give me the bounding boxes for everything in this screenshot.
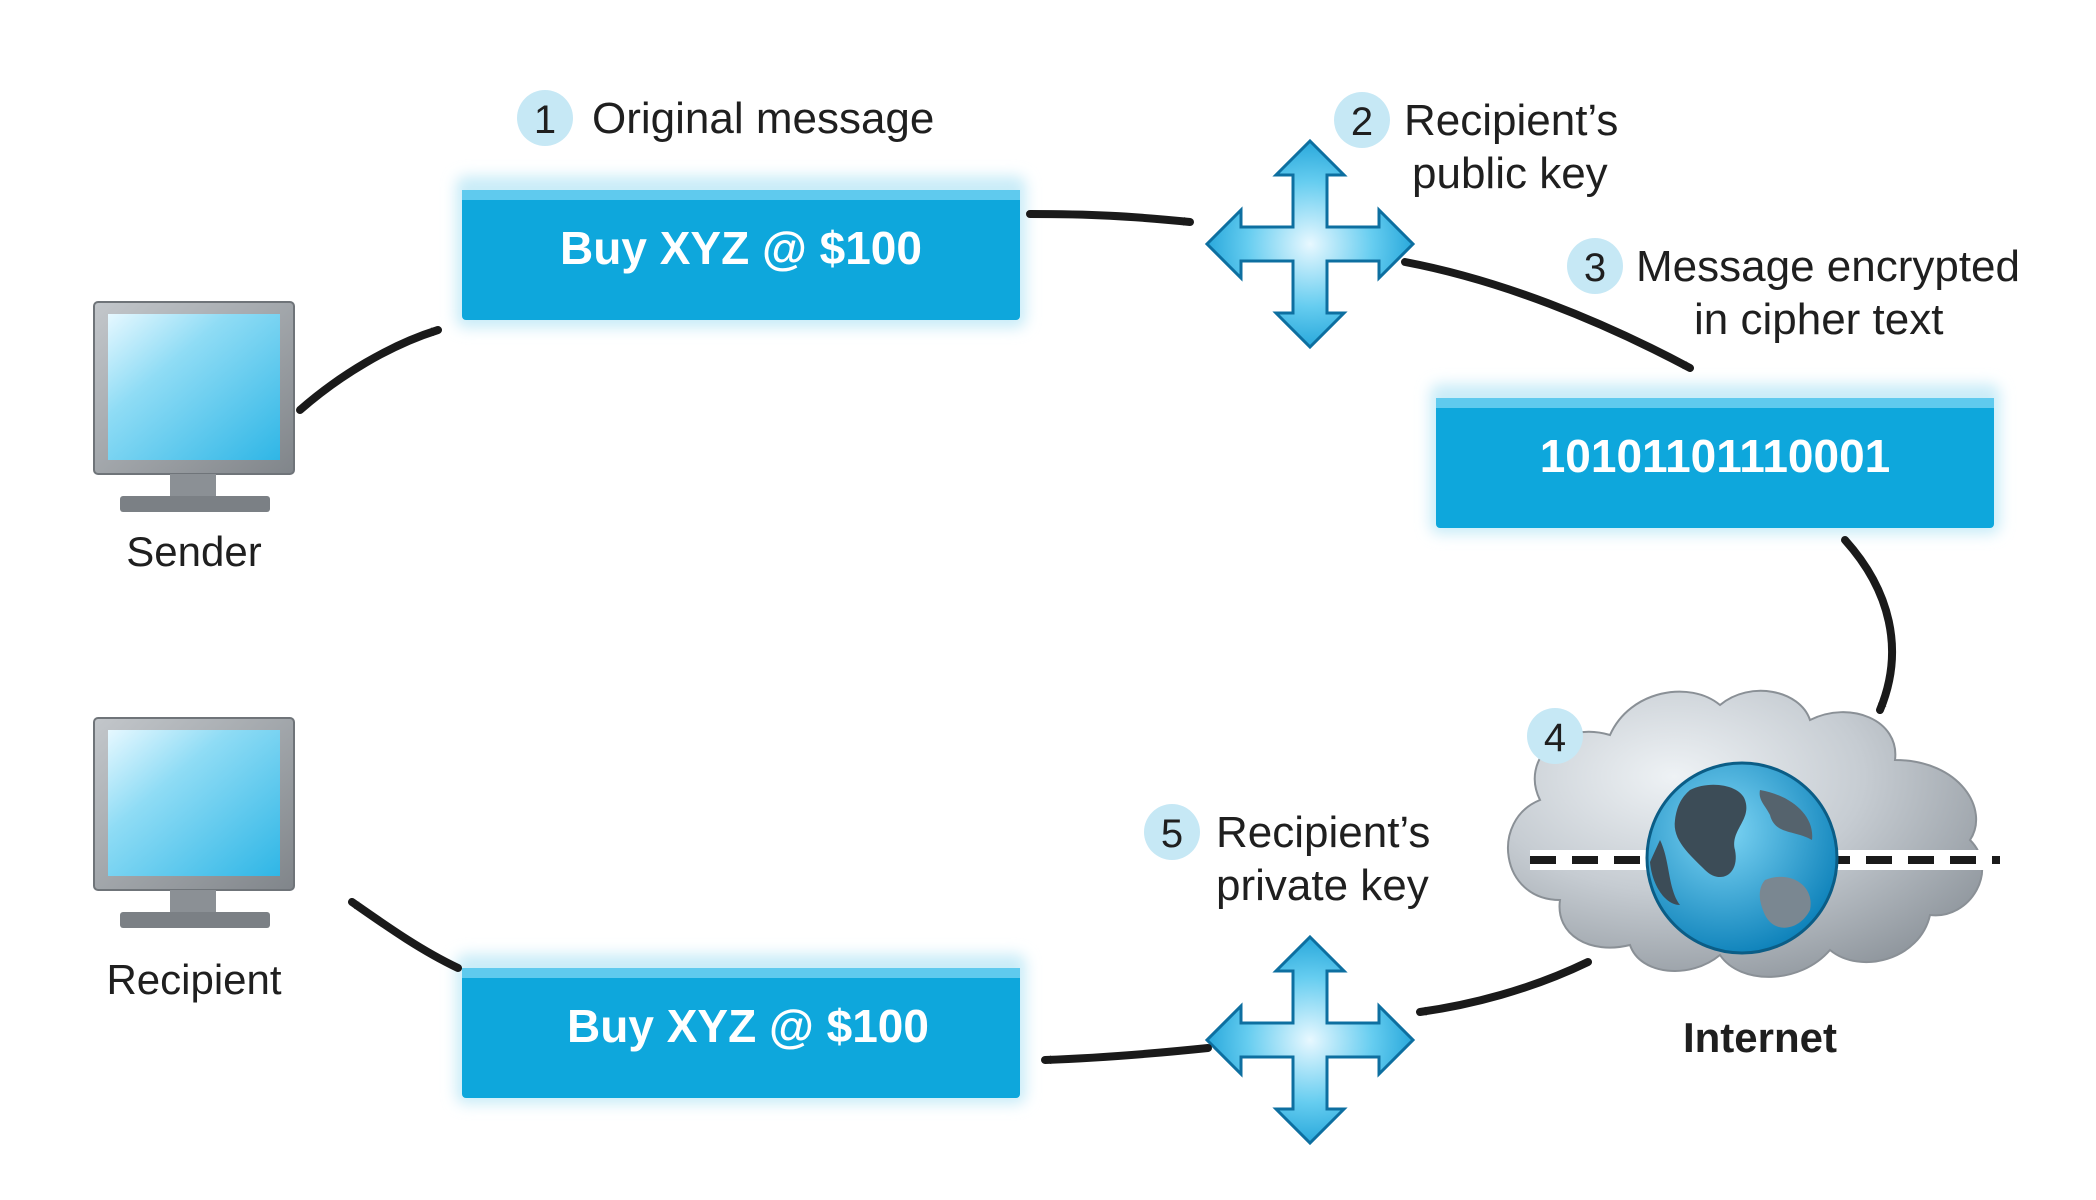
step-2-label: 2 Recipient’s public key xyxy=(1334,92,1618,198)
step-3-label: 3 Message encrypted in cipher text xyxy=(1567,238,2020,344)
step-text-line-1: Message encrypted xyxy=(1636,242,2020,291)
flow-arrows xyxy=(296,210,1896,1065)
arrow-public-key-to-cipher xyxy=(1401,258,1694,372)
step-badge xyxy=(517,90,573,146)
cipher-text-box: 10101101110001 xyxy=(1430,384,2000,534)
internet-label: Internet xyxy=(1683,1014,1837,1061)
arrow-message-to-public-key xyxy=(1026,210,1194,226)
step-text-line-2: public key xyxy=(1412,149,1608,198)
sender-computer: Sender xyxy=(93,301,295,575)
recipient-label: Recipient xyxy=(106,956,281,1003)
monitor-icon xyxy=(93,717,295,928)
arrow-sender-to-message xyxy=(296,326,442,414)
step-text-line-2: private key xyxy=(1216,861,1429,910)
recipient-computer: Recipient xyxy=(93,717,295,1003)
step-number: 4 xyxy=(1544,716,1566,760)
sender-label: Sender xyxy=(126,528,261,575)
step-number: 3 xyxy=(1584,246,1606,290)
step-5-label: 5 Recipient’s private key xyxy=(1144,804,1430,910)
step-text-line-2: in cipher text xyxy=(1694,295,1943,344)
step-1-label: 1 Original message xyxy=(517,90,934,146)
internet-cloud: 4 Internet xyxy=(1506,689,2000,1061)
step-number: 5 xyxy=(1161,812,1183,856)
step-badge xyxy=(1334,92,1390,148)
cipher-text: 10101101110001 xyxy=(1540,430,1891,482)
step-text-line-1: Recipient’s xyxy=(1404,96,1618,145)
original-message-text: Buy XYZ @ $100 xyxy=(560,222,922,274)
key-arrows-icon xyxy=(1204,934,1416,1146)
arrow-cipher-to-internet xyxy=(1841,536,1896,714)
step-badge xyxy=(1527,708,1583,764)
step-number: 2 xyxy=(1351,100,1373,144)
globe-icon xyxy=(1645,761,1839,955)
step-text-line-1: Recipient’s xyxy=(1216,808,1430,857)
arrow-internet-to-private-key xyxy=(1416,958,1592,1016)
arrow-private-key-to-message xyxy=(1041,1044,1212,1065)
monitor-icon xyxy=(93,301,295,512)
arrow-message-to-recipient xyxy=(348,898,462,972)
key-arrows-icon xyxy=(1204,138,1416,350)
step-badge xyxy=(1144,804,1200,860)
step-number: 1 xyxy=(534,98,556,142)
decrypted-message-box: Buy XYZ @ $100 xyxy=(456,954,1026,1104)
decrypted-message-text: Buy XYZ @ $100 xyxy=(567,1000,929,1052)
step-badge xyxy=(1567,238,1623,294)
step-text: Original message xyxy=(592,94,934,143)
original-message-box: Buy XYZ @ $100 xyxy=(456,176,1026,328)
